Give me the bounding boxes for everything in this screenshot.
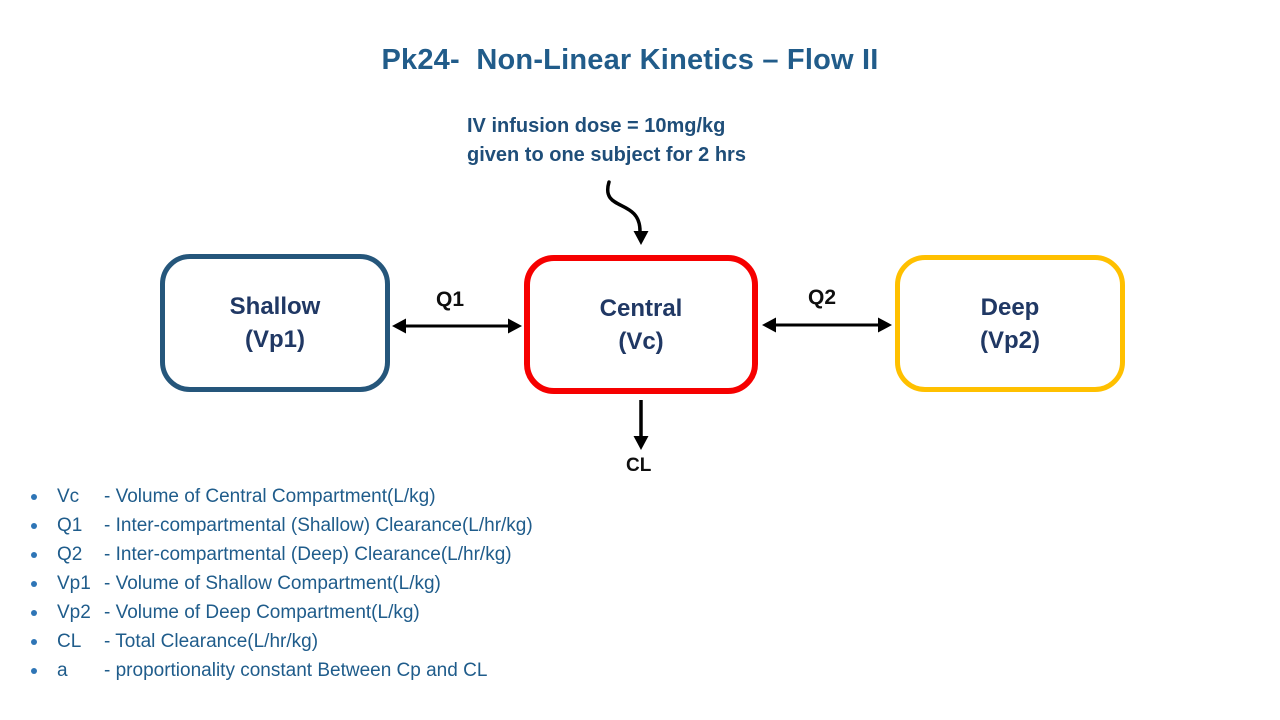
bullet-icon bbox=[31, 522, 37, 529]
legend-term: Q2 bbox=[57, 543, 83, 565]
q2-arrow bbox=[762, 317, 892, 333]
legend-item: Vp1 - Volume of Shallow Compartment(L/kg… bbox=[27, 569, 533, 598]
q1-arrow-label: Q1 bbox=[436, 288, 465, 311]
legend-item: Q2 - Inter-compartmental (Deep) Clearanc… bbox=[27, 540, 533, 569]
legend-definition: - Volume of Central Compartment(L/kg) bbox=[104, 485, 436, 507]
legend-term: CL bbox=[57, 630, 82, 652]
bullet-icon bbox=[31, 493, 37, 500]
q2-arrow-label: Q2 bbox=[808, 286, 837, 309]
legend-term: Vp1 bbox=[57, 572, 91, 594]
legend-item: Q1 - Inter-compartmental (Shallow) Clear… bbox=[27, 511, 533, 540]
cl-arrow bbox=[633, 400, 649, 450]
legend-term: a bbox=[57, 659, 68, 681]
legend-definition: - proportionality constant Between Cp an… bbox=[104, 659, 488, 681]
bullet-icon bbox=[31, 638, 37, 645]
infusion-note: IV infusion dose = 10mg/kg given to one … bbox=[467, 112, 746, 170]
compartment-name: Shallow bbox=[229, 293, 321, 320]
bullet-icon bbox=[31, 551, 37, 558]
compartment-box-deep: Deep (Vp2) bbox=[895, 255, 1125, 392]
legend-item: Vp2 - Volume of Deep Compartment(L/kg) bbox=[27, 598, 533, 627]
legend-term: Vp2 bbox=[57, 601, 91, 623]
bullet-icon bbox=[31, 580, 37, 587]
compartment-volume: (Vp1) bbox=[245, 326, 305, 353]
legend-definition: - Total Clearance(L/hr/kg) bbox=[104, 630, 319, 652]
legend-item: CL - Total Clearance(L/hr/kg) bbox=[27, 627, 533, 656]
bullet-icon bbox=[31, 609, 37, 616]
q1-arrow bbox=[392, 318, 522, 334]
legend-definition: - Volume of Shallow Compartment(L/kg) bbox=[104, 572, 441, 594]
compartment-volume: (Vp2) bbox=[980, 326, 1040, 354]
legend-term: Q1 bbox=[57, 514, 83, 536]
infusion-arrow bbox=[605, 180, 649, 245]
bullet-icon bbox=[31, 667, 37, 674]
compartment-box-central: Central (Vc) bbox=[524, 255, 758, 394]
legend-definition: - Inter-compartmental (Shallow) Clearanc… bbox=[104, 514, 533, 536]
legend-term: Vc bbox=[57, 485, 80, 507]
cl-arrow-label: CL bbox=[626, 455, 652, 476]
legend-item: Vc - Volume of Central Compartment(L/kg) bbox=[27, 482, 533, 511]
compartment-box-shallow: Shallow (Vp1) bbox=[160, 254, 390, 392]
infusion-note-line1: IV infusion dose = 10mg/kg bbox=[467, 115, 726, 137]
compartment-name: Deep bbox=[980, 293, 1040, 321]
compartment-name: Central bbox=[599, 294, 683, 322]
legend-definition: - Volume of Deep Compartment(L/kg) bbox=[104, 601, 420, 623]
slide-title: Pk24- Non-Linear Kinetics – Flow II bbox=[381, 44, 879, 76]
legend-list: Vc - Volume of Central Compartment(L/kg)… bbox=[27, 482, 533, 685]
infusion-note-line2: given to one subject for 2 hrs bbox=[467, 144, 746, 166]
legend-definition: - Inter-compartmental (Deep) Clearance(L… bbox=[104, 543, 512, 565]
compartment-volume: (Vc) bbox=[618, 327, 664, 355]
legend-item: a - proportionality constant Between Cp … bbox=[27, 656, 533, 685]
